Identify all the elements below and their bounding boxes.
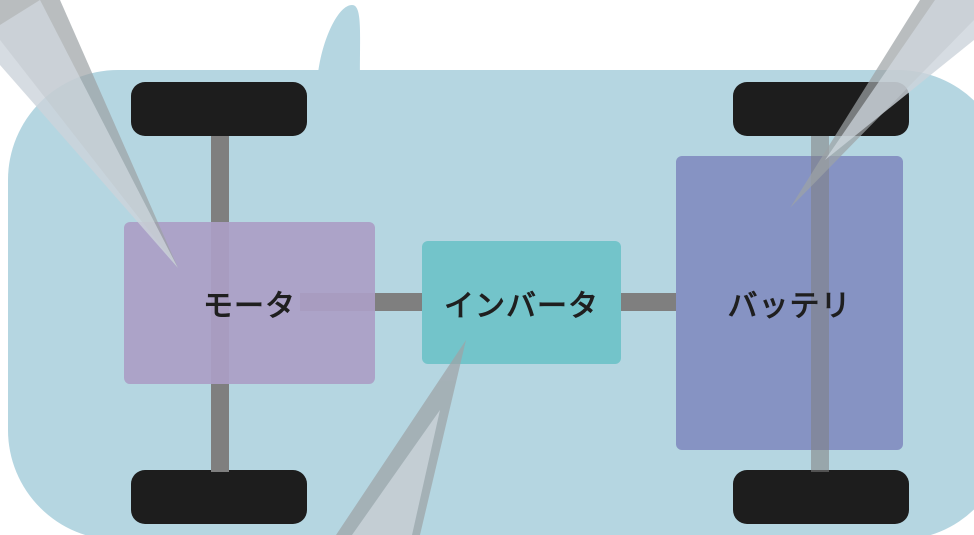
callout-motor bbox=[0, 0, 178, 268]
motor-box bbox=[124, 222, 375, 384]
wheel-rear-right bbox=[733, 470, 909, 524]
axle-right bbox=[811, 136, 829, 472]
car-roof-fin bbox=[318, 5, 361, 74]
callout-inverter bbox=[336, 340, 466, 535]
wheel-front-left bbox=[131, 82, 307, 136]
inverter-box bbox=[422, 241, 621, 364]
wheel-rear-left bbox=[131, 470, 307, 524]
callout-battery bbox=[790, 0, 974, 208]
battery-box bbox=[676, 156, 903, 450]
